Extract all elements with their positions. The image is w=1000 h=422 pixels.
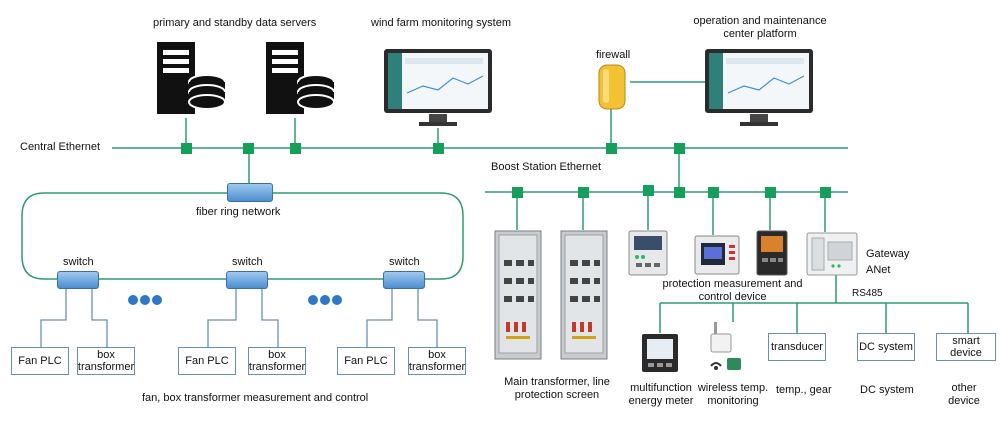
meter-device-icon (756, 230, 788, 281)
gateway-icon (806, 232, 858, 281)
fan-plc-box: Fan PLC (11, 347, 69, 375)
firewall-icon (598, 64, 626, 115)
relay-icon (628, 230, 668, 281)
wind-farm-label: wind farm monitoring system (371, 17, 511, 29)
central-node (181, 143, 192, 154)
central-node (674, 143, 685, 154)
om-center-label: operation and maintenance center platfor… (693, 15, 827, 40)
boost-node (820, 187, 831, 198)
temp-gear-label: temp., gear (776, 384, 832, 396)
box-transformer-box: box transformer (408, 347, 466, 375)
boost-node (674, 187, 685, 198)
energy-meter-icon (641, 333, 679, 378)
firewall-label: firewall (596, 49, 631, 61)
ellipsis-dot (308, 295, 318, 305)
fan-plc-box: Fan PLC (337, 347, 395, 375)
switch-2-label: switch (232, 256, 263, 268)
central-node (433, 143, 444, 154)
central-ethernet-label: Central Ethernet (20, 141, 101, 153)
protection-device-label: protection measurement and control devic… (662, 278, 803, 303)
central-node (606, 143, 617, 154)
switch-1-label: switch (63, 256, 94, 268)
box-transformer-box: box transformer (248, 347, 306, 375)
box-transformer-box: box transformer (77, 347, 135, 375)
boost-node (765, 187, 776, 198)
boost-ethernet-label: Boost Station Ethernet (491, 161, 602, 173)
switch-icon (226, 271, 268, 289)
central-node (243, 143, 254, 154)
cabinet-icon (494, 230, 542, 365)
transducer-box: transducer (768, 333, 826, 361)
wind-farm-monitor-icon (383, 48, 493, 135)
main-transformer-label: Main transformer, line protection screen (504, 376, 610, 401)
dc-system-label: DC system (860, 384, 914, 396)
dc-system-box: DC system (857, 333, 915, 361)
om-center-monitor-icon (704, 48, 814, 135)
ellipsis-dot (152, 295, 162, 305)
central-node (290, 143, 301, 154)
energy-meter-label: multifunction energy meter (628, 382, 694, 407)
boost-node (708, 187, 719, 198)
fan-plc-box: Fan PLC (178, 347, 236, 375)
smart-device-box: smart device (936, 333, 996, 361)
ellipsis-dot (320, 295, 330, 305)
servers-label: primary and standby data servers (153, 17, 317, 29)
gateway-label: Gateway (866, 248, 910, 260)
other-device-label: other device (948, 382, 980, 407)
switch-icon (383, 271, 425, 289)
switch-icon (57, 271, 99, 289)
boost-node (512, 187, 523, 198)
standby-server-icon (264, 42, 336, 122)
switch-3-label: switch (389, 256, 420, 268)
fiber-ring-path (21, 192, 464, 280)
anet-label: ANet (866, 264, 891, 276)
boost-node (643, 185, 654, 196)
fiber-ring-label: fiber ring network (196, 206, 281, 218)
protection-device-icon (694, 235, 740, 280)
ellipsis-dot (140, 295, 150, 305)
rs485-label: RS485 (852, 288, 883, 299)
wireless-sensor-icon (707, 322, 745, 379)
fiber-switch-icon (227, 183, 273, 202)
ellipsis-dot (128, 295, 138, 305)
primary-server-icon (155, 42, 227, 122)
fan-box-measurement-label: fan, box transformer measurement and con… (142, 392, 369, 404)
boost-node (578, 187, 589, 198)
wireless-temp-label: wireless temp. monitoring (697, 382, 769, 407)
ellipsis-dot (332, 295, 342, 305)
cabinet-icon (560, 230, 608, 365)
